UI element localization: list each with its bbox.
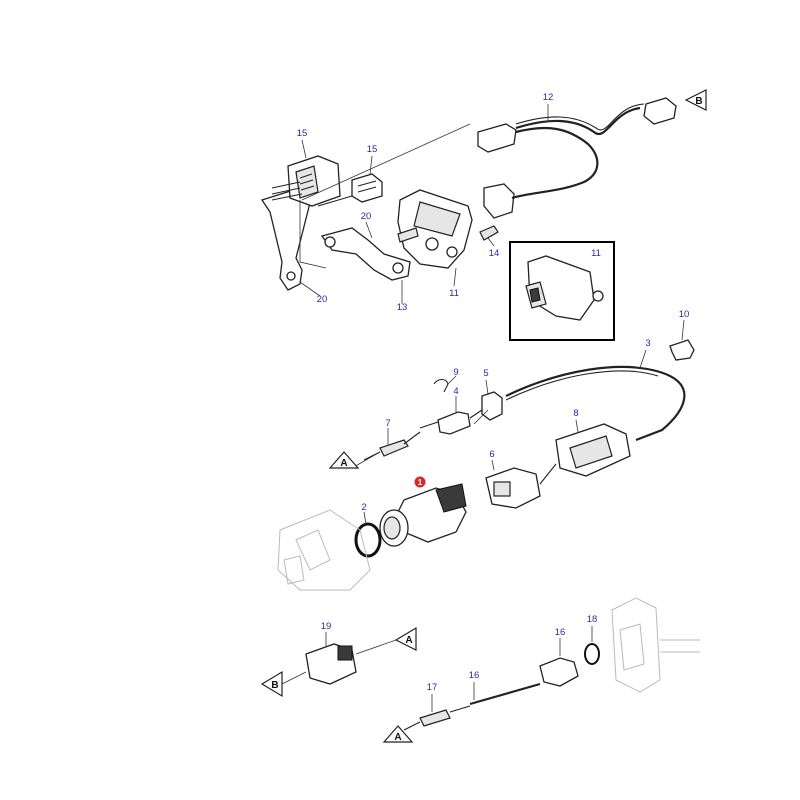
harness-connector-12-c [483,183,515,219]
callout-2: 2 [361,502,366,513]
callout-17: 17 [427,682,438,693]
clip-part-9 [433,378,449,393]
bolt-part-14 [479,225,499,241]
sensor-part-16 [539,657,579,687]
harness-connector-12-a [477,123,517,153]
callout-18: 18 [587,614,598,625]
callout-leaders [299,104,685,712]
callout-7: 7 [385,418,390,429]
callout-16-lower: 16 [469,670,480,681]
callout-1: 1 [418,478,423,487]
oring-part-2 [354,522,382,558]
callout-20-upper: 20 [361,211,372,222]
callout-14: 14 [489,248,500,259]
callout-15-left: 15 [297,128,308,139]
bracket-part-13 [320,227,411,281]
ref-label-a-bottom: A [394,732,401,743]
wiring-harness-12 [511,106,641,200]
ref-label-b-top: B [695,96,702,107]
callout-9: 9 [453,367,458,378]
ref-triangle-a-mid [328,451,360,469]
callout-10: 10 [679,309,690,320]
callout-15-right: 15 [367,144,378,155]
housing-faint [611,597,700,693]
clip-part-10 [669,339,695,361]
callout-20-lower: 20 [317,294,328,305]
callout-5: 5 [483,368,488,379]
callout-6: 6 [489,449,494,460]
detail-box-11 [509,241,615,341]
ref-triangle-a-r19 [394,626,417,651]
connector-part-15-right [351,173,383,203]
callout-1-badge: 1 [414,476,426,488]
callout-8: 8 [573,408,578,419]
callout-3: 3 [645,338,650,349]
ref-triangle-a-bottom [382,725,414,743]
ref-triangle-b-top [684,89,707,111]
callout-16-upper: 16 [555,627,566,638]
cable-part-3 [505,365,686,442]
callout-12: 12 [543,92,554,103]
ref-label-a-r19: A [405,635,412,646]
engine-block-faint [277,509,371,591]
ref-label-b-r19: B [271,680,278,691]
callout-19: 19 [321,621,332,632]
cable-part-16 [469,682,541,706]
bolt-part-20 [397,227,419,243]
harness-connector-12-b [643,97,677,125]
grommet-part-5 [481,391,503,421]
middle-assembly [277,339,695,591]
oring-part-18 [584,643,600,665]
lower-assembly [305,597,700,731]
ref-label-a-mid: A [340,458,347,469]
terminal-part-7 [379,439,409,457]
callout-13: 13 [397,302,408,313]
top-assembly [260,97,677,291]
terminal-part-17 [419,709,451,727]
pin-part-4 [437,411,471,435]
callout-11-main: 11 [449,288,459,299]
callout-11-detail: 11 [591,248,601,259]
callout-4: 4 [453,386,458,397]
connector-part-6 [485,467,541,509]
